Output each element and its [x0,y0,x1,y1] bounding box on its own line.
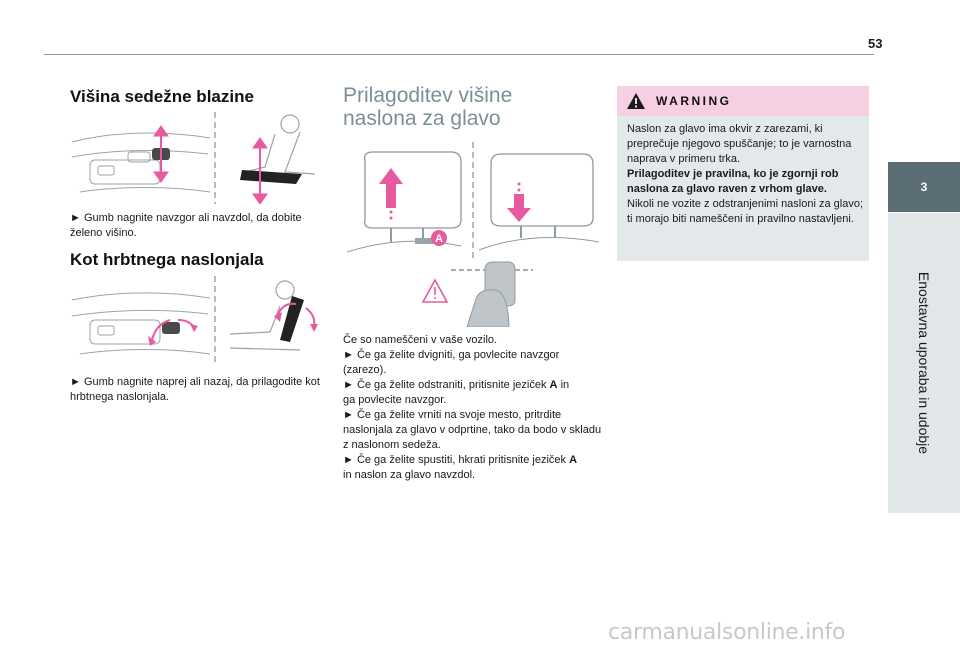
cushion-height-instruction: ► Gumb nagnite navzgor ali navzdol, da d… [70,212,302,239]
headrest-step-4-cont: in naslon za glavo navzdol. [343,469,476,481]
backrest-switch-icon [162,322,180,334]
headrest-step-2: ► Če ga želite odstraniti, pritisnite je… [343,378,605,408]
headrest-intro: Če so nameščeni v vaše vozilo. [343,334,498,346]
down-arrow-icon [507,182,531,222]
warning-box: WARNING Naslon za glavo ima okvir z zare… [617,86,869,261]
up-arrow-icon [379,168,403,208]
headrest-heading: Prilagoditev višine naslona za glavo [343,84,513,130]
headrest-illustration: A [346,142,600,327]
warning-header: WARNING [617,86,869,116]
warning-body: Naslon za glavo ima okvir z zarezami, ki… [627,122,863,227]
chapter-number-tab[interactable]: 3 [888,162,960,212]
chapter-title: Enostavna uporaba in udobje [916,271,932,455]
callout-a-label: A [435,233,443,245]
warning-text-2: Prilagoditev je pravilna, ko je zgornji … [627,168,839,195]
backrest-angle-illustration [71,276,318,366]
page-number: 53 [868,36,883,51]
cushion-height-illustration [71,112,316,204]
callout-a-badge [431,230,447,246]
warning-text-3: Nikoli ne vozite z odstranjenimi nasloni… [627,198,864,225]
headrest-step-2-cont: ga povlecite navzgor. [343,394,447,406]
headrest-step-2-text: ► Če ga želite odstraniti, pritisnite je… [343,379,547,391]
top-rule [44,54,874,55]
backrest-angle-heading: Kot hrbtnega naslonjala [70,250,264,269]
warning-text-1: Naslon za glavo ima okvir z zarezami, ki… [627,123,852,165]
headrest-step-2-suffix: in [560,379,570,391]
chapter-title-tab[interactable]: Enostavna uporaba in udobje [888,213,960,513]
warning-icon [627,93,645,109]
headrest-step-1: ► Če ga želite dvigniti, ga povlecite na… [343,349,560,376]
watermark: carmanualsonline.info [608,620,846,645]
headrest-step-4: ► Če ga želite spustiti, hkrati pritisni… [343,453,605,483]
backrest-angle-instruction: ► Gumb nagnite naprej ali nazaj, da pril… [70,376,320,403]
headrest-step-4-text: ► Če ga želite spustiti, hkrati pritisni… [343,454,567,466]
passenger-head-icon [466,261,516,327]
cushion-height-heading: Višina sedežne blazine [70,87,254,106]
headrest-step-3: ► Če ga želite vrniti na svoje mesto, pr… [343,409,602,451]
warning-title: WARNING [656,94,732,108]
headrest-instructions: Če so nameščeni v vaše vozilo. ► Če ga ž… [343,333,605,483]
tab-label-a: A [549,379,558,391]
warning-triangle-icon [421,278,449,303]
tab-label-a-2: A [569,454,578,466]
up-down-arrow-icon [153,125,169,183]
